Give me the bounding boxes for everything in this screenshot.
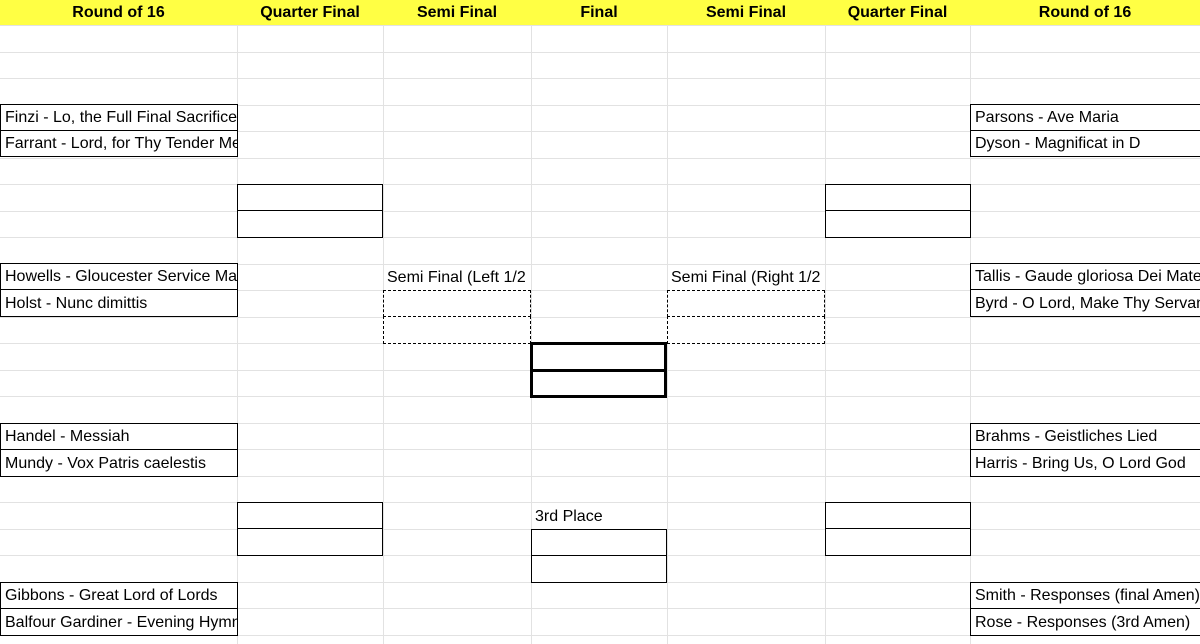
third-place-slot1[interactable] (531, 529, 667, 556)
right-r16-match3-entrant1[interactable]: Brahms - Geistliches Lied (970, 423, 1200, 450)
left-qf1-slot1[interactable] (237, 184, 383, 211)
left-r16-match4-entrant2[interactable]: Balfour Gardiner - Evening Hymn (0, 608, 238, 636)
left-qf1-slot2[interactable] (237, 210, 383, 238)
header-semi-right[interactable]: Semi Final (667, 0, 825, 25)
right-r16-match1-entrant2[interactable]: Dyson - Magnificat in D (970, 130, 1200, 157)
right-r16-match4-entrant2[interactable]: Rose - Responses (3rd Amen) (970, 608, 1200, 636)
left-r16-match2-entrant1[interactable]: Howells - Gloucester Service Magnificat (0, 263, 238, 290)
semi-right-label: Semi Final (Right 1/2 (671, 269, 821, 286)
left-r16-match1-entrant2[interactable]: Farrant - Lord, for Thy Tender Mercies (0, 130, 238, 157)
right-r16-match4-entrant1[interactable]: Smith - Responses (final Amen) (970, 582, 1200, 609)
right-qf2-slot2[interactable] (825, 528, 971, 556)
header-round16-right[interactable]: Round of 16 (970, 0, 1200, 25)
right-r16-match3-entrant2[interactable]: Harris - Bring Us, O Lord God (970, 449, 1200, 477)
third-place-label: 3rd Place (535, 508, 603, 525)
left-r16-match4-entrant1[interactable]: Gibbons - Great Lord of Lords (0, 582, 238, 609)
right-r16-match1-entrant1[interactable]: Parsons - Ave Maria (970, 104, 1200, 131)
right-qf2-slot1[interactable] (825, 502, 971, 529)
left-r16-match2-entrant2[interactable]: Holst - Nunc dimittis (0, 289, 238, 317)
right-qf1-slot1[interactable] (825, 184, 971, 211)
left-r16-match3-entrant2[interactable]: Mundy - Vox Patris caelestis (0, 449, 238, 477)
right-qf1-slot2[interactable] (825, 210, 971, 238)
right-r16-match2-entrant2[interactable]: Byrd - O Lord, Make Thy Servant (970, 289, 1200, 317)
final-slot1[interactable] (530, 342, 667, 372)
final-slot2[interactable] (530, 369, 667, 398)
semi-left-slot2[interactable] (383, 316, 531, 344)
right-r16-match2-entrant1[interactable]: Tallis - Gaude gloriosa Dei Mater (970, 263, 1200, 290)
header-quarter-left[interactable]: Quarter Final (237, 0, 383, 25)
left-r16-match1-entrant1[interactable]: Finzi - Lo, the Full Final Sacrifice (0, 104, 238, 131)
left-r16-match3-entrant1[interactable]: Handel - Messiah (0, 423, 238, 450)
semi-left-label: Semi Final (Left 1/2 (387, 269, 526, 286)
semi-right-slot1[interactable] (667, 290, 825, 317)
header-final[interactable]: Final (531, 0, 667, 25)
header-semi-left[interactable]: Semi Final (383, 0, 531, 25)
semi-right-slot2[interactable] (667, 316, 825, 344)
left-qf2-slot2[interactable] (237, 528, 383, 556)
header-quarter-right[interactable]: Quarter Final (825, 0, 970, 25)
header-round16-left[interactable]: Round of 16 (0, 0, 237, 25)
left-qf2-slot1[interactable] (237, 502, 383, 529)
semi-left-slot1[interactable] (383, 290, 531, 317)
third-place-slot2[interactable] (531, 555, 667, 583)
